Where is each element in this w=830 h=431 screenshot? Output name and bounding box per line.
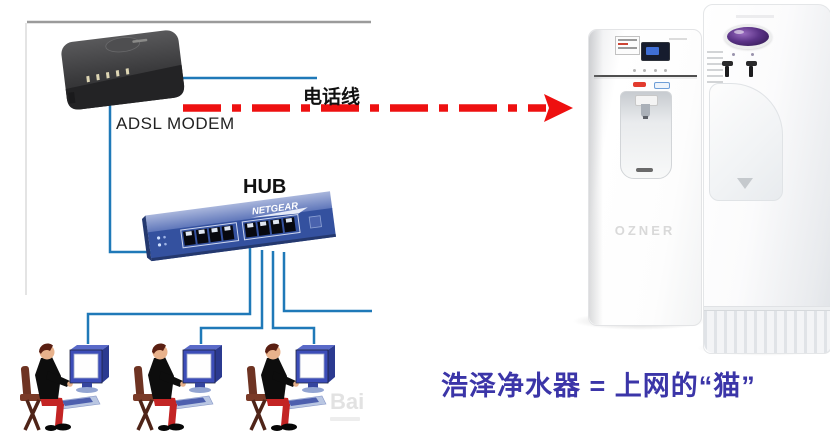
watermark-bar [330,417,360,421]
panel-divider [594,75,697,77]
cold-water-button [654,82,670,89]
water-spout [641,104,650,119]
watermark-text: Bai [330,389,365,414]
water-purifier-standing [703,4,830,354]
hub-label: HUB [243,176,287,198]
base-band [704,306,830,311]
drip-tray-slot [636,168,653,172]
ridged-base [704,310,830,353]
purifier-a-brand-mark [669,38,687,40]
phone-line-label: 电话线 [303,87,361,108]
oval-display [724,24,772,49]
hub-logo-badge [308,215,322,229]
dispenser-recess-b [709,83,783,201]
port-group-1 [180,222,240,249]
hub-switch-icon: NETGEAR [141,191,336,262]
drain-mark [737,178,753,189]
lan-cables [86,248,372,344]
signal-arrow [183,94,573,122]
workstation [131,341,224,431]
purifier-b-brand-mark [736,15,774,18]
dispenser-recess [620,91,672,179]
hot-tap [722,61,733,77]
purifier-display-screen [641,42,670,61]
workstation [18,341,111,431]
cold-tap [746,61,757,77]
hot-water-button [633,82,646,87]
adsl-modem-icon [61,30,185,110]
touch-buttons [633,69,667,72]
ozner-logo-text: OZNER [614,223,676,238]
baidu-watermark: Bai [330,389,364,421]
side-vents [707,51,723,87]
caption-text: 浩泽净水器 = 上网的“猫” [441,371,756,401]
workstation [244,341,337,431]
water-purifier-countertop: OZNER [588,29,702,326]
adsl-modem-label: ADSL MODEM [116,114,235,133]
indicator-lights [732,53,754,56]
port-group-2 [241,214,301,241]
energy-sticker [615,36,640,55]
